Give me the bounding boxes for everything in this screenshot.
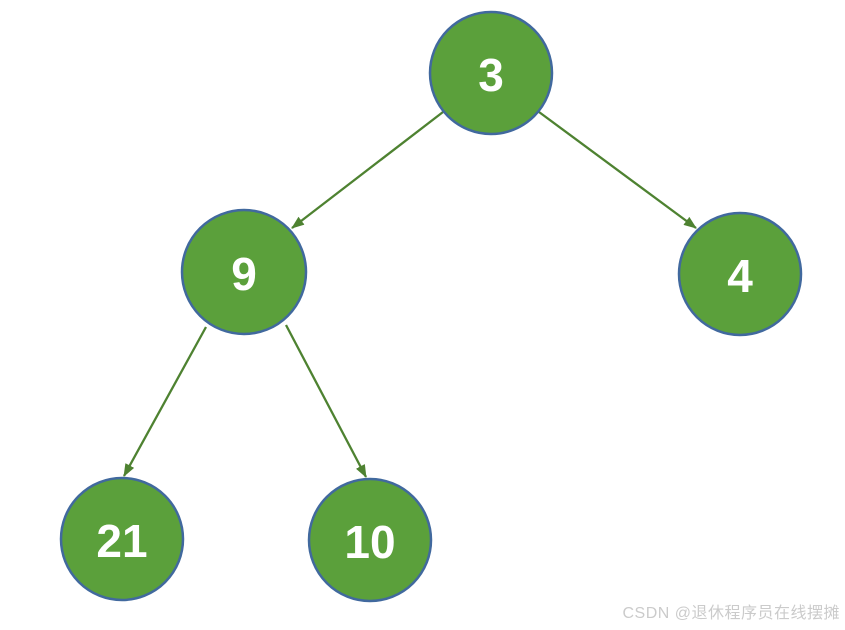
- tree-node-circle: [677, 211, 803, 337]
- tree-node-circle: [59, 476, 185, 602]
- edges-layer: [122, 111, 697, 478]
- tree-edge-3-4: [538, 111, 697, 229]
- tree-node-circle: [307, 477, 433, 603]
- watermark: CSDN @退休程序员在线摆摊: [622, 605, 840, 622]
- tree-node-label: 10: [344, 516, 395, 568]
- tree-node-label: 21: [96, 515, 147, 567]
- tree-edge-3-9: [291, 111, 444, 229]
- tree-node-9: 9: [180, 208, 308, 336]
- tree-node-label: 3: [478, 49, 504, 101]
- tree-node-label: 9: [231, 248, 257, 300]
- tree-edge-9-10: [284, 324, 368, 478]
- tree-node-circle: [180, 208, 308, 336]
- tree-node-label: 4: [727, 250, 753, 302]
- tree-node-10: 10: [307, 477, 433, 603]
- tree-edge-9-21: [122, 326, 208, 477]
- nodes-layer: 3 9 4 21 10: [59, 10, 803, 603]
- tree-node-21: 21: [59, 476, 185, 602]
- tree-node-3: 3: [428, 10, 554, 136]
- tree-node-circle: [428, 10, 554, 136]
- tree-node-4: 4: [677, 211, 803, 337]
